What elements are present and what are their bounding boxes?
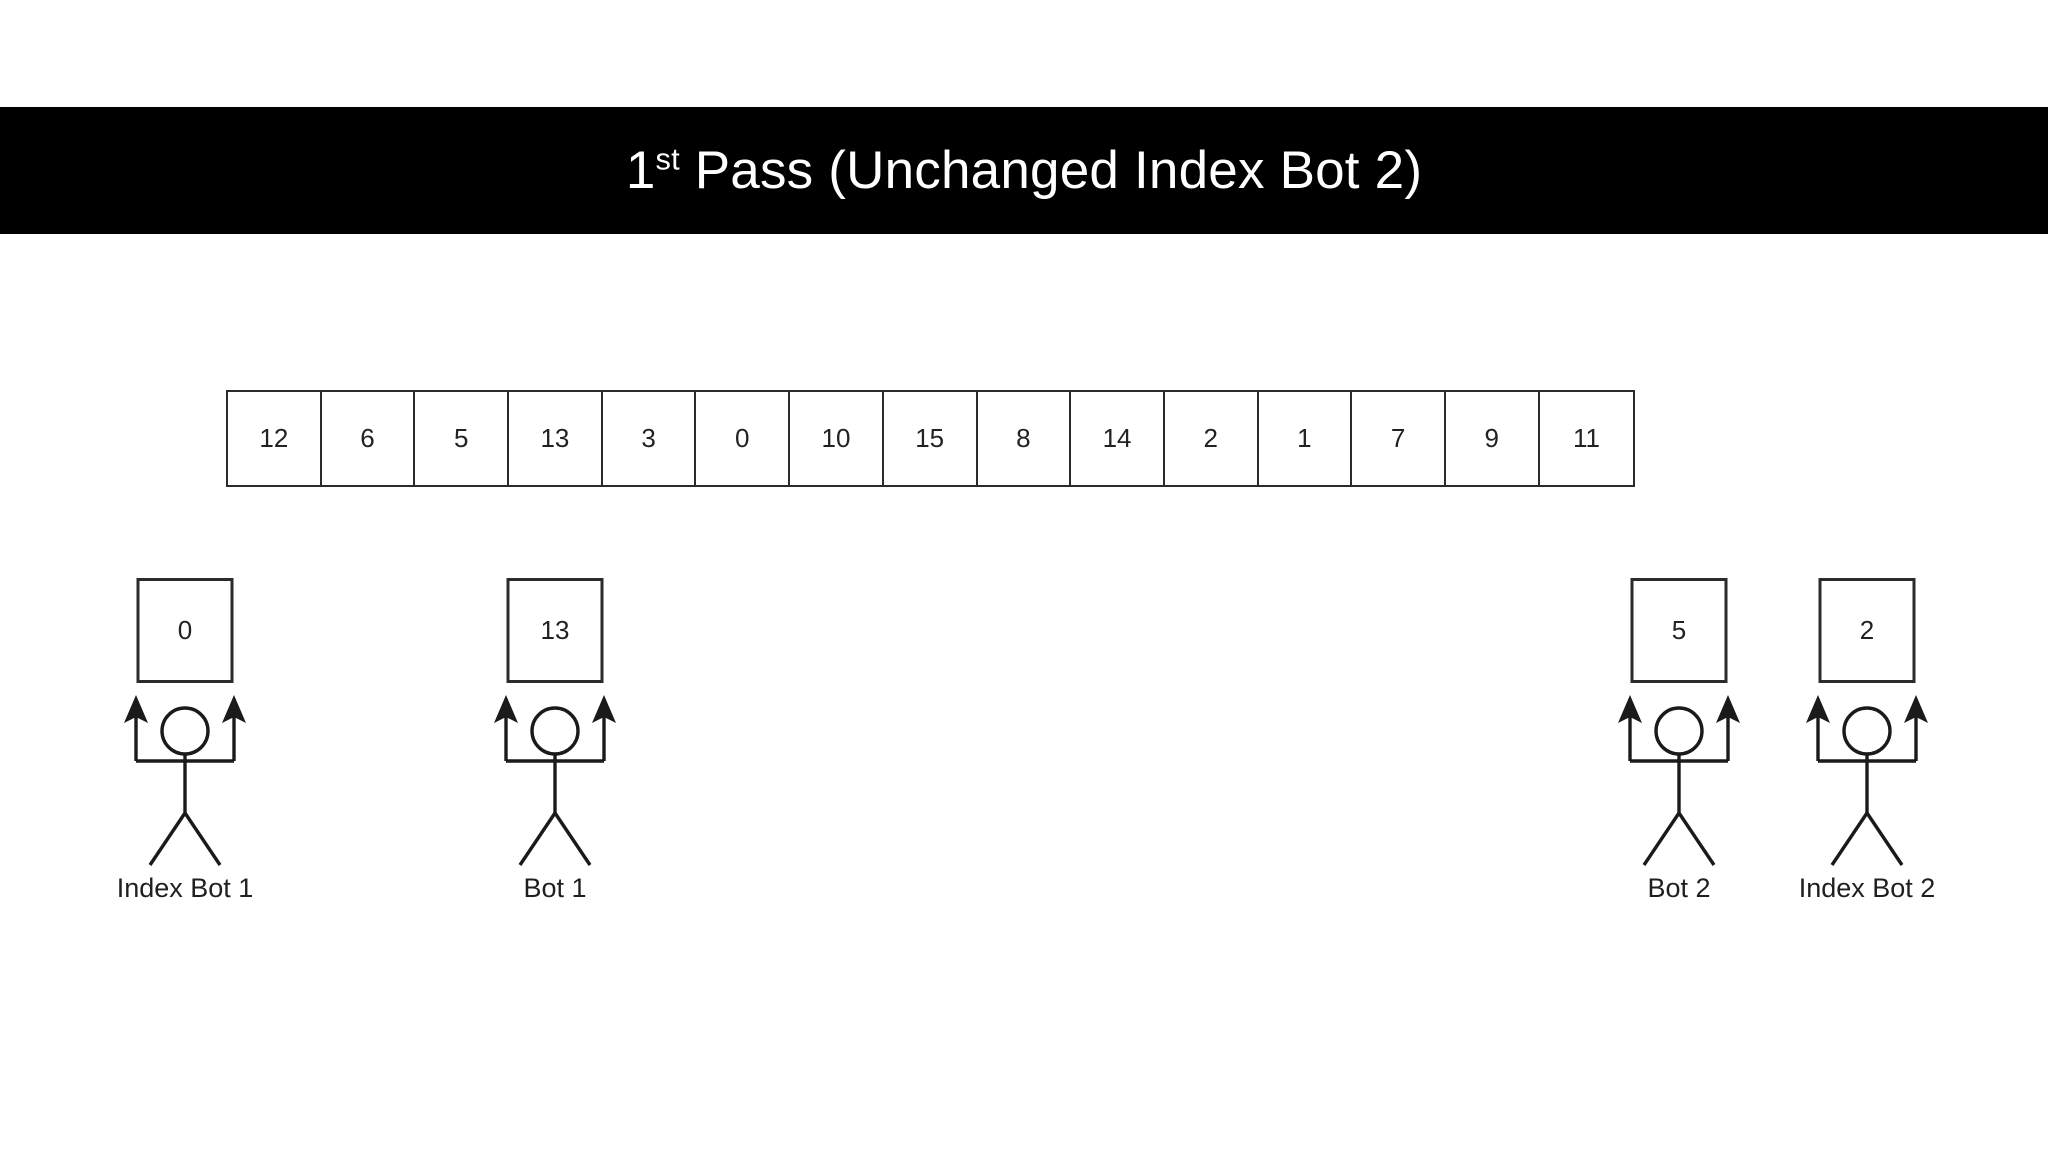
bot-label: Index Bot 1 <box>116 873 254 903</box>
array-cell[interactable]: 5 <box>415 392 510 485</box>
held-value-box[interactable]: 0 <box>136 578 234 683</box>
array-cell[interactable]: 1 <box>1258 392 1353 485</box>
array-cell[interactable]: 15 <box>883 392 978 485</box>
array-cell[interactable]: 0 <box>696 392 791 485</box>
held-value-box[interactable]: 2 <box>1818 578 1916 683</box>
bot-bot-1[interactable]: 13 Bot 1 <box>445 578 665 923</box>
array-cell[interactable]: 10 <box>790 392 884 485</box>
title-prefix: 1 <box>625 141 656 200</box>
title-ordinal-suffix: st <box>655 141 680 177</box>
array-cell[interactable]: 7 <box>1352 392 1446 485</box>
array-cell[interactable]: 12 <box>228 392 322 485</box>
array-cell[interactable]: 6 <box>321 392 416 485</box>
array-cell[interactable]: 3 <box>602 392 697 485</box>
array-cell[interactable]: 2 <box>1164 392 1259 485</box>
page-title: 1st Pass (Unchanged Index Bot 2) <box>626 140 1422 201</box>
array-cell[interactable]: 11 <box>1539 392 1634 485</box>
bot-label: Bot 2 <box>1647 873 1711 903</box>
array-cell[interactable]: 14 <box>1071 392 1165 485</box>
data-array: 12 6 5 13 3 0 10 15 8 14 2 1 7 9 11 <box>226 390 1636 487</box>
stick-figure-icon <box>115 683 255 873</box>
bot-index-bot-1[interactable]: 0 Index Bot 1 <box>75 578 295 923</box>
stick-figure-icon <box>485 683 625 873</box>
title-banner: 1st Pass (Unchanged Index Bot 2) <box>0 107 2048 234</box>
held-value-box[interactable]: 13 <box>506 578 604 683</box>
bot-bot-2[interactable]: 5 Bot 2 <box>1569 578 1789 923</box>
stick-figure-icon <box>1609 683 1749 873</box>
bot-index-bot-2[interactable]: 2 Index Bot 2 <box>1757 578 1977 923</box>
stick-figure-icon <box>1797 683 1937 873</box>
title-rest: Pass (Unchanged Index Bot 2) <box>679 141 1423 200</box>
bot-label: Index Bot 2 <box>1798 873 1936 903</box>
array-cell[interactable]: 8 <box>977 392 1072 485</box>
array-cell[interactable]: 13 <box>509 392 603 485</box>
bot-label: Bot 1 <box>523 873 587 903</box>
array-cell[interactable]: 9 <box>1445 392 1540 485</box>
held-value-box[interactable]: 5 <box>1630 578 1728 683</box>
